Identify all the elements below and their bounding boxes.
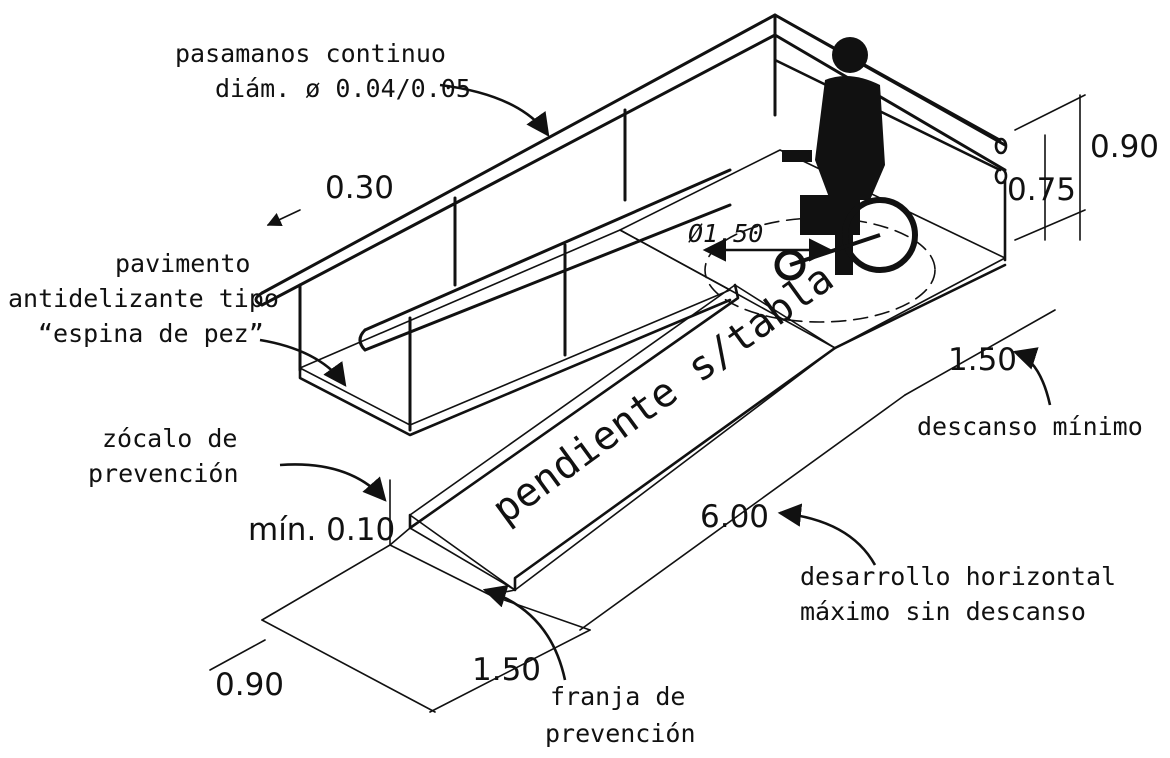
strip-leader xyxy=(482,585,567,681)
dim-max-run: 6.00 xyxy=(700,499,769,535)
turn-diameter-label: Ø1.50 xyxy=(688,219,763,248)
rail-end-cap-low xyxy=(994,167,1008,185)
prevention-strip xyxy=(389,527,516,596)
dim-strip-depth: 0.90 xyxy=(215,667,284,703)
landing-handrail-low xyxy=(773,58,1002,172)
run-label-line1: desarrollo horizontal xyxy=(800,562,1116,591)
landing-front-edge xyxy=(833,263,1007,350)
landing-label: descanso mínimo xyxy=(917,412,1143,441)
dim-line-strip-width xyxy=(429,629,591,713)
run-label-line2: máximo sin descanso xyxy=(800,597,1086,626)
dim-landing-length: 1.50 xyxy=(948,342,1017,378)
handrail-label-line2: diám. ø 0.04/0.05 xyxy=(215,74,471,103)
dim-line-strip-depth xyxy=(209,639,266,671)
annotations: pasamanos continuo diám. ø 0.04/0.05 pav… xyxy=(8,39,1159,748)
dim-line-landing xyxy=(904,309,1056,396)
pavement-label-line3: “espina de pez” xyxy=(38,319,264,348)
lower-ramp-left-curb xyxy=(408,283,740,530)
outer-handrail-end xyxy=(254,291,264,307)
run-leader xyxy=(777,503,877,566)
inner-handrail-top xyxy=(363,168,732,332)
landing-handrail-top xyxy=(773,13,1002,142)
ground-line-left xyxy=(261,544,391,621)
inner-handrail-end xyxy=(358,328,367,352)
rail-end-cap-top xyxy=(994,137,1008,155)
pavement-label-line1: pavimento xyxy=(115,249,250,278)
upper-ramp-edge xyxy=(298,298,732,437)
plinth-label-line1: zócalo de xyxy=(102,424,237,453)
dim-upper-handrail: 0.90 xyxy=(1090,129,1159,165)
plinth-leader xyxy=(279,463,387,502)
lower-ramp-right-curb xyxy=(513,346,837,592)
ramp-structure xyxy=(209,13,1086,713)
pavement-label-line2: antidelizante tipo xyxy=(8,284,279,313)
slope-label: pendiente s/tabla xyxy=(484,255,842,533)
dim-handrail-extension: 0.30 xyxy=(325,170,394,206)
dim-strip-width: 1.50 xyxy=(472,652,541,688)
wheelchair-user-icon xyxy=(774,37,918,281)
landing-leader xyxy=(1012,347,1052,406)
dim-line-030 xyxy=(266,209,301,227)
handrail-label-line1: pasamanos continuo xyxy=(175,39,446,68)
ground-line-front xyxy=(261,619,436,713)
dim-line-run xyxy=(579,394,906,631)
dim-plinth-height: mín. 0.10 xyxy=(248,512,395,548)
handrail-leader xyxy=(439,83,550,137)
landing-floor xyxy=(619,149,1006,349)
strip-label-line2: prevención xyxy=(545,719,696,748)
dim-lower-handrail: 0.75 xyxy=(1007,172,1076,208)
pavement-leader xyxy=(259,338,347,387)
strip-label-line1: franja de xyxy=(550,682,685,711)
inner-handrail-low xyxy=(363,203,732,352)
plinth-label-line2: prevención xyxy=(88,459,239,488)
